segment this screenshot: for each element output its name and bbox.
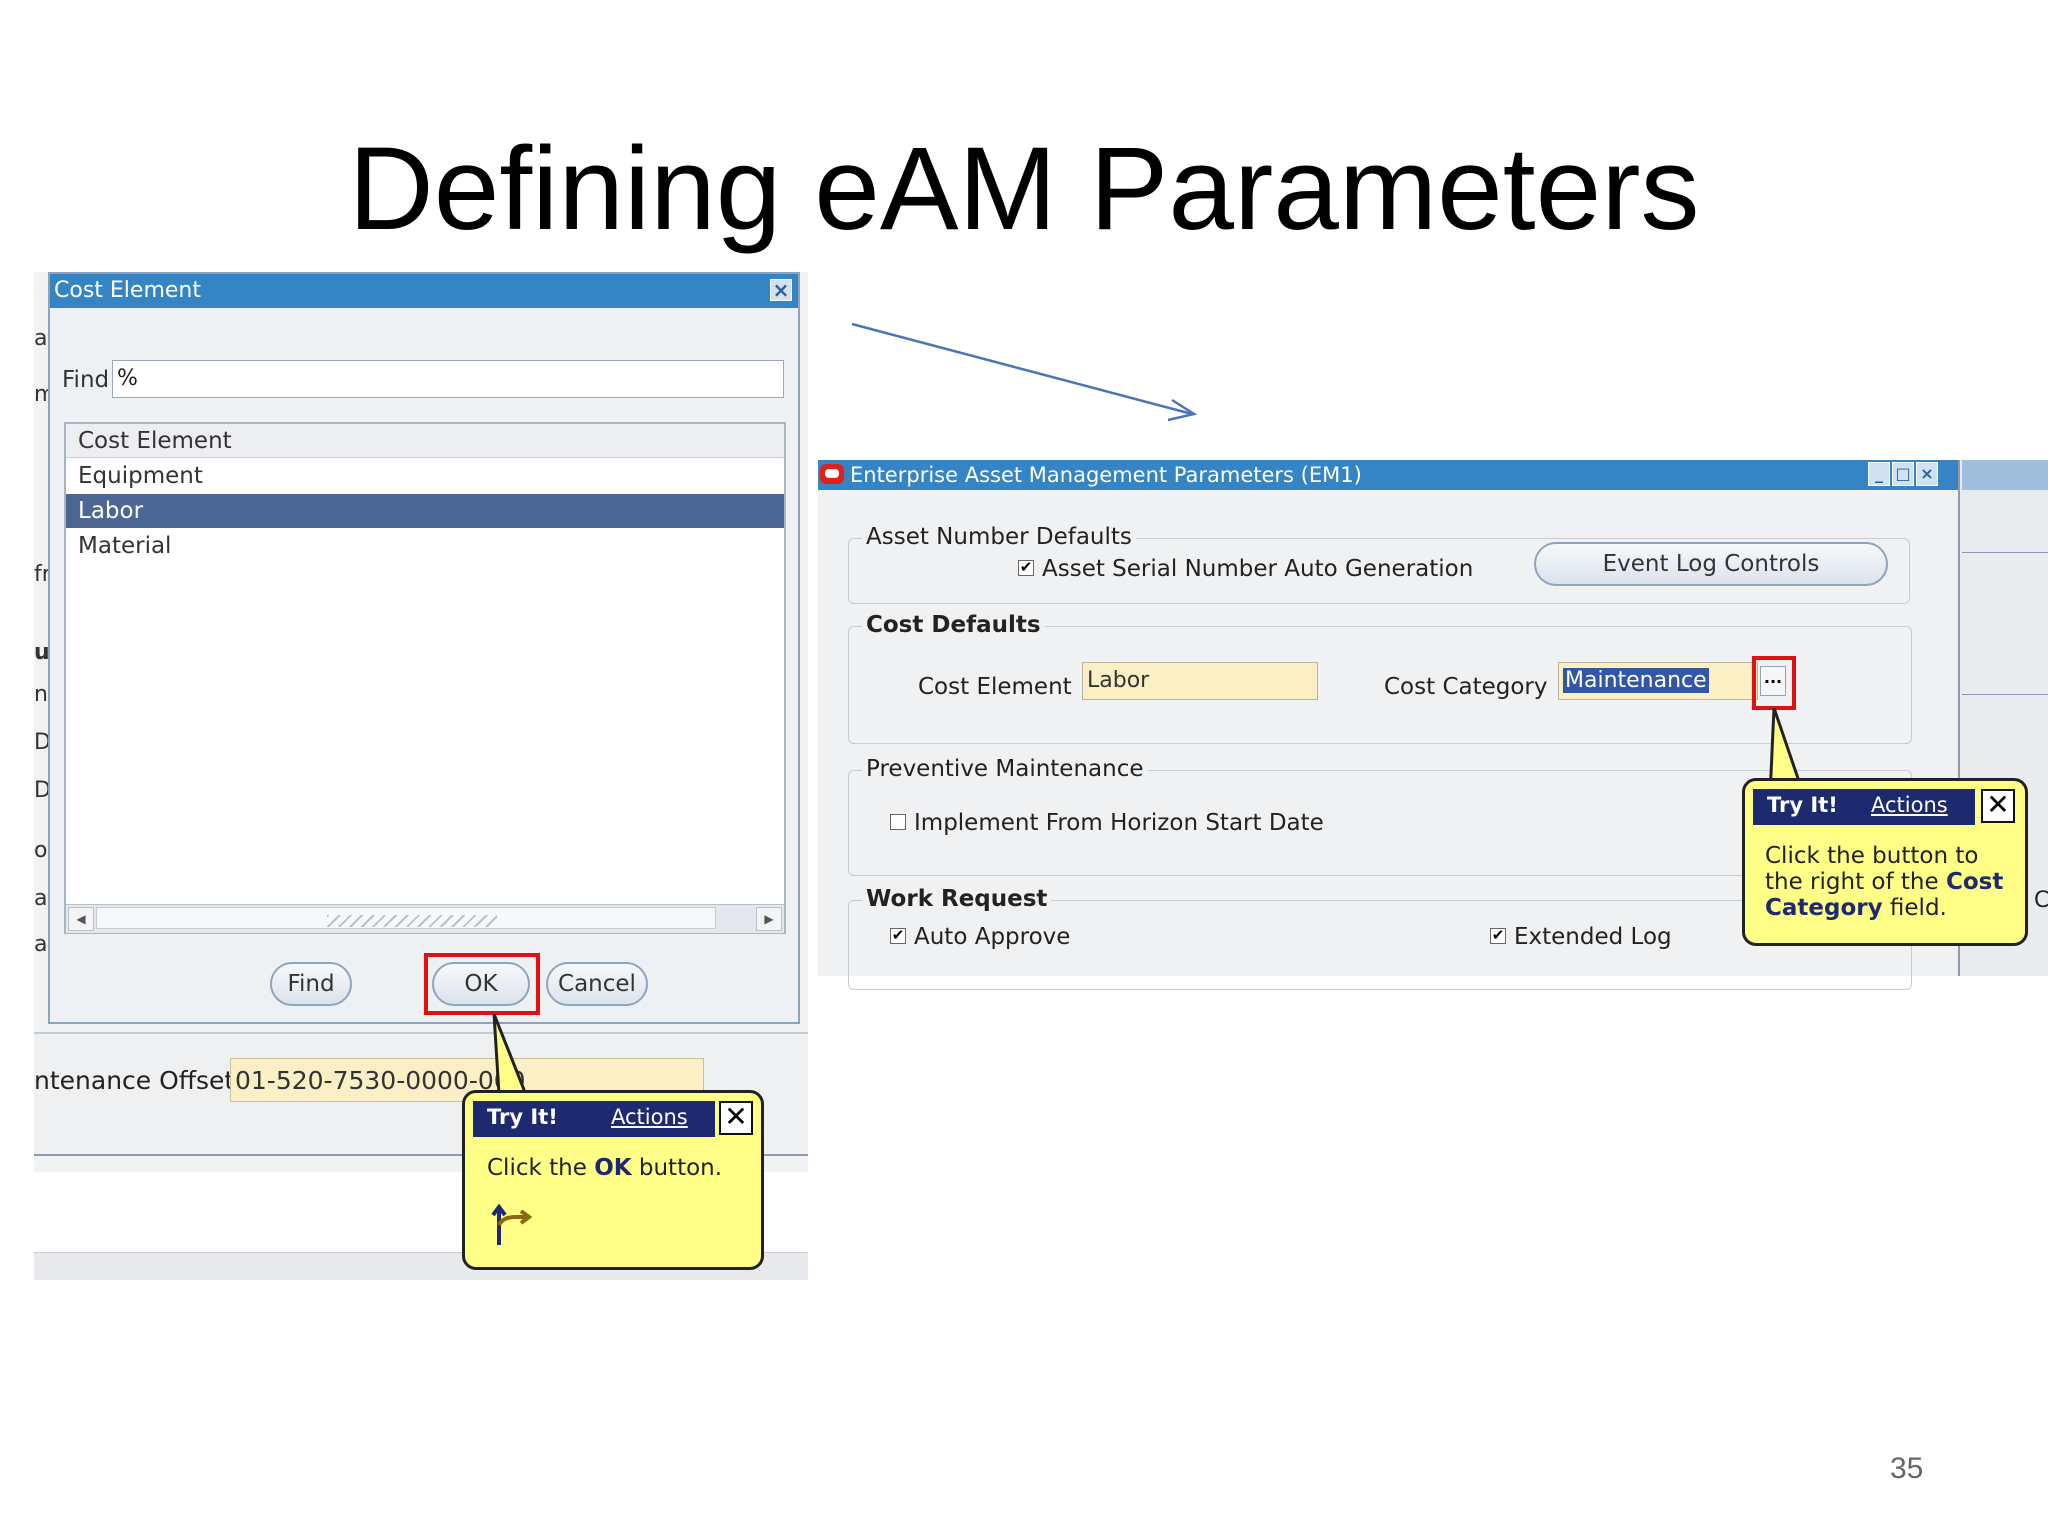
auto-approve-label: Auto Approve bbox=[914, 924, 1071, 950]
edge-fragment: o bbox=[34, 838, 48, 863]
callout-text-bold: Category bbox=[1765, 895, 1883, 921]
asset-number-defaults-group bbox=[848, 538, 1910, 604]
horizon-start-label: Implement From Horizon Start Date bbox=[914, 810, 1324, 836]
eam-window-titlebar: Enterprise Asset Management Parameters (… bbox=[818, 460, 1958, 490]
edge-fragment: C bbox=[2034, 888, 2048, 913]
maximize-icon[interactable]: □ bbox=[1892, 462, 1914, 486]
lov-highlight bbox=[1752, 656, 1796, 710]
group-label: Cost Defaults bbox=[862, 612, 1045, 638]
scroll-left-icon[interactable]: ◀ bbox=[68, 907, 94, 931]
extended-log-label: Extended Log bbox=[1514, 924, 1672, 950]
checkbox-icon[interactable]: ✔ bbox=[890, 926, 906, 944]
list-item[interactable]: Material bbox=[78, 533, 172, 559]
group-label: Work Request bbox=[862, 886, 1052, 912]
callout-text-part: button. bbox=[631, 1155, 723, 1181]
group-label: Asset Number Defaults bbox=[862, 524, 1136, 550]
connector-arrow-icon bbox=[851, 322, 1198, 422]
callout-actions-link[interactable]: Actions bbox=[1871, 793, 1948, 817]
callout-line: the right of the Cost bbox=[1765, 869, 2021, 895]
dialog-title: Cost Element bbox=[54, 278, 201, 303]
callout-text: Click the OK button. bbox=[487, 1155, 757, 1181]
find-input[interactable]: % bbox=[112, 360, 784, 398]
cost-element-field[interactable]: Labor bbox=[1082, 662, 1318, 700]
edge-fragment: a bbox=[34, 326, 48, 351]
branch-arrow-icon bbox=[491, 1203, 533, 1245]
callout-text-part: the right of the bbox=[1765, 869, 1946, 895]
find-label: Find bbox=[62, 367, 110, 393]
close-icon[interactable]: × bbox=[770, 279, 792, 301]
scroll-right-icon[interactable]: ▶ bbox=[756, 907, 782, 931]
divider bbox=[1962, 694, 2048, 695]
callout-text-bold: Cost bbox=[1945, 869, 2004, 895]
lov-button[interactable]: ... bbox=[1760, 666, 1786, 696]
auto-generation-label: Asset Serial Number Auto Generation bbox=[1042, 556, 1474, 582]
ok-highlight bbox=[424, 953, 540, 1015]
cost-element-label: Cost Element bbox=[918, 674, 1072, 700]
close-icon[interactable]: ✕ bbox=[719, 1101, 753, 1135]
try-it-callout-ok: Try It! Actions ✕ Click the OK button. bbox=[462, 1090, 764, 1270]
close-icon[interactable]: × bbox=[1916, 462, 1938, 486]
edge-fragment: fr bbox=[34, 562, 51, 587]
callout-text-bold: OK bbox=[594, 1155, 632, 1181]
list-item[interactable]: Equipment bbox=[78, 463, 203, 489]
checkbox-icon[interactable]: ✔ bbox=[1490, 926, 1506, 944]
ok-button[interactable]: OK bbox=[432, 962, 530, 1006]
callout-title: Try It! bbox=[487, 1105, 558, 1129]
cost-category-field[interactable]: Maintenance bbox=[1558, 662, 1758, 700]
callout-text-part: field. bbox=[1882, 895, 1947, 921]
list-column-header: Cost Element bbox=[66, 424, 784, 458]
event-log-controls-button[interactable]: Event Log Controls bbox=[1534, 542, 1888, 586]
edge-fragment: u bbox=[34, 640, 50, 665]
scroll-thumb[interactable] bbox=[96, 907, 716, 929]
callout-header: Try It! Actions bbox=[473, 1101, 715, 1137]
cost-category-value: Maintenance bbox=[1563, 668, 1709, 693]
slide-title: Defining eAM Parameters bbox=[348, 123, 1700, 255]
find-button[interactable]: Find bbox=[270, 962, 352, 1006]
checkbox-icon[interactable]: ✔ bbox=[1018, 558, 1034, 576]
background-titlebar bbox=[1962, 460, 2048, 490]
close-icon[interactable]: ✕ bbox=[1981, 789, 2015, 823]
dialog-titlebar: Cost Element bbox=[50, 274, 798, 308]
maintenance-offset-label: ntenance Offset bbox=[34, 1066, 235, 1095]
checkbox-icon[interactable] bbox=[890, 814, 906, 830]
divider bbox=[1962, 552, 2048, 553]
callout-line: Click the button to bbox=[1765, 843, 1979, 869]
eam-window-title: Enterprise Asset Management Parameters (… bbox=[850, 463, 1362, 487]
scroll-grip bbox=[327, 915, 497, 927]
callout-actions-link[interactable]: Actions bbox=[611, 1105, 688, 1129]
horizontal-scrollbar[interactable]: ◀ ▶ bbox=[66, 904, 784, 933]
cancel-button[interactable]: Cancel bbox=[546, 962, 648, 1006]
cost-category-label: Cost Category bbox=[1384, 674, 1548, 700]
callout-line: Category field. bbox=[1765, 895, 2021, 921]
callout-text-part: Click the bbox=[487, 1155, 595, 1181]
try-it-callout-cost-category: Try It! Actions ✕ Click the button to th… bbox=[1742, 778, 2028, 946]
minimize-icon[interactable]: _ bbox=[1868, 462, 1890, 486]
oracle-logo-icon bbox=[820, 464, 844, 484]
cost-defaults-group bbox=[848, 626, 1912, 744]
callout-title: Try It! bbox=[1767, 793, 1838, 817]
callout-text: Click the button to the right of the Cos… bbox=[1765, 843, 2021, 921]
group-label: Preventive Maintenance bbox=[862, 756, 1148, 782]
page-number: 35 bbox=[1890, 1452, 1924, 1485]
list-item-selected[interactable]: Labor bbox=[66, 494, 784, 528]
callout-header: Try It! Actions bbox=[1753, 789, 1975, 825]
